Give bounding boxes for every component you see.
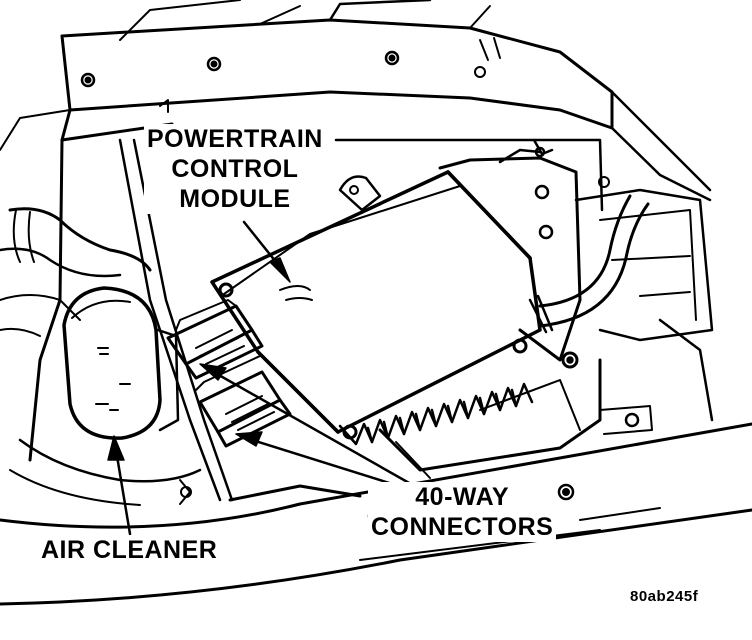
pcm-label-line-3: MODULE [179, 185, 291, 213]
air-cleaner [62, 286, 180, 440]
leader-air-cleaner [107, 435, 132, 536]
mounting-bracket [338, 138, 714, 422]
figure-reference-code: 80ab245f [630, 588, 699, 606]
pcm-label: POWERTRAIN CONTROL MODULE [144, 124, 326, 214]
connectors-label: 40-WAY CONNECTORS [368, 482, 557, 542]
leader-connectors [199, 363, 420, 494]
leader-pcm [242, 138, 604, 283]
lower-structure [378, 358, 653, 479]
pcm-cooling-fins [338, 382, 534, 446]
pcm-label-line-1: POWERTRAIN [147, 125, 323, 153]
connectors-label-line-1: 40-WAY [415, 483, 510, 511]
air-cleaner-label: AIR CLEANER [38, 535, 221, 565]
connector-upper [166, 299, 264, 380]
cowl-panel [0, 422, 752, 606]
connector-lower [195, 355, 292, 448]
radiator-support-panel [60, 0, 712, 202]
pcm-label-line-2: CONTROL [171, 155, 299, 183]
connectors-label-line-2: CONNECTORS [371, 513, 554, 541]
